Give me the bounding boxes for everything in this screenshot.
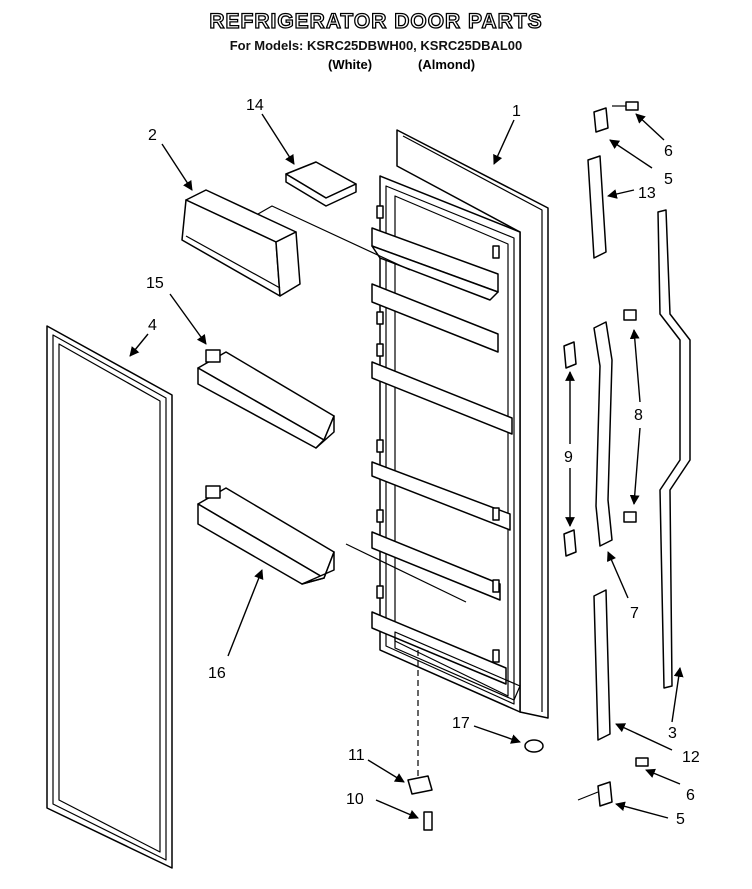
door-bin-part-15 xyxy=(197,349,335,449)
leader-10 xyxy=(375,799,419,820)
page-title: REFRIGERATOR DOOR PARTS xyxy=(209,9,543,33)
leader-3 xyxy=(671,667,684,723)
callout-11: 11 xyxy=(348,747,365,764)
callout-8: 8 xyxy=(634,407,643,424)
callout-5a: 5 xyxy=(664,171,673,188)
bottom-hinge-pin-part-10-11 xyxy=(407,650,433,831)
callout-5b: 5 xyxy=(676,811,685,828)
callout-12: 12 xyxy=(682,749,700,766)
color-white-label: (White) xyxy=(328,57,373,72)
leader-4 xyxy=(129,333,149,357)
callout-1: 1 xyxy=(512,103,521,120)
leader-17 xyxy=(473,725,521,744)
door-gasket-part-4 xyxy=(46,325,173,869)
top-hinge-part-5-6 xyxy=(593,101,639,133)
callout-2: 2 xyxy=(148,127,157,144)
dairy-tray-part-14 xyxy=(285,161,357,207)
leader-16 xyxy=(227,569,264,657)
leader-5a xyxy=(609,139,653,169)
callout-4: 4 xyxy=(148,317,157,334)
callout-16: 16 xyxy=(208,665,226,682)
leader-14 xyxy=(261,113,295,165)
color-almond-label: (Almond) xyxy=(418,57,476,72)
door-liner-part-1 xyxy=(371,129,549,719)
callout-3: 3 xyxy=(668,725,677,742)
door-handle-part-8 xyxy=(593,309,637,547)
leader-13 xyxy=(607,189,635,199)
dairy-compartment-part-2 xyxy=(181,189,301,297)
bottom-hinge-part-5-6 xyxy=(577,757,649,807)
door-bin-part-16 xyxy=(197,485,335,585)
leader-2 xyxy=(161,143,193,191)
callout-9: 9 xyxy=(564,449,573,466)
leader-7 xyxy=(607,551,629,599)
models-line: For Models: KSRC25DBWH00, KSRC25DBAL00 xyxy=(229,38,523,53)
leader-6b xyxy=(645,768,681,785)
handle-bracket-part-13 xyxy=(587,155,607,259)
leader-5b xyxy=(615,801,669,819)
callout-10: 10 xyxy=(346,791,364,808)
leader-12 xyxy=(615,723,673,751)
callout-15: 15 xyxy=(146,275,164,292)
hinge-cap-part-17 xyxy=(524,739,544,753)
handle-bracket-part-12 xyxy=(593,589,611,741)
leader-15 xyxy=(169,293,207,345)
callout-13: 13 xyxy=(638,185,656,202)
callout-6a: 6 xyxy=(664,143,673,160)
leader-1 xyxy=(493,119,515,165)
leader-8b xyxy=(629,427,641,505)
leader-11 xyxy=(367,759,405,783)
callout-14: 14 xyxy=(246,97,264,114)
leader-6a xyxy=(635,113,665,141)
callout-7: 7 xyxy=(630,605,639,622)
callout-6b: 6 xyxy=(686,787,695,804)
leader-8a xyxy=(629,329,641,403)
callout-17: 17 xyxy=(452,715,470,732)
handle-cap-part-9 xyxy=(563,341,577,557)
handle-trim-part-3 xyxy=(657,209,691,689)
